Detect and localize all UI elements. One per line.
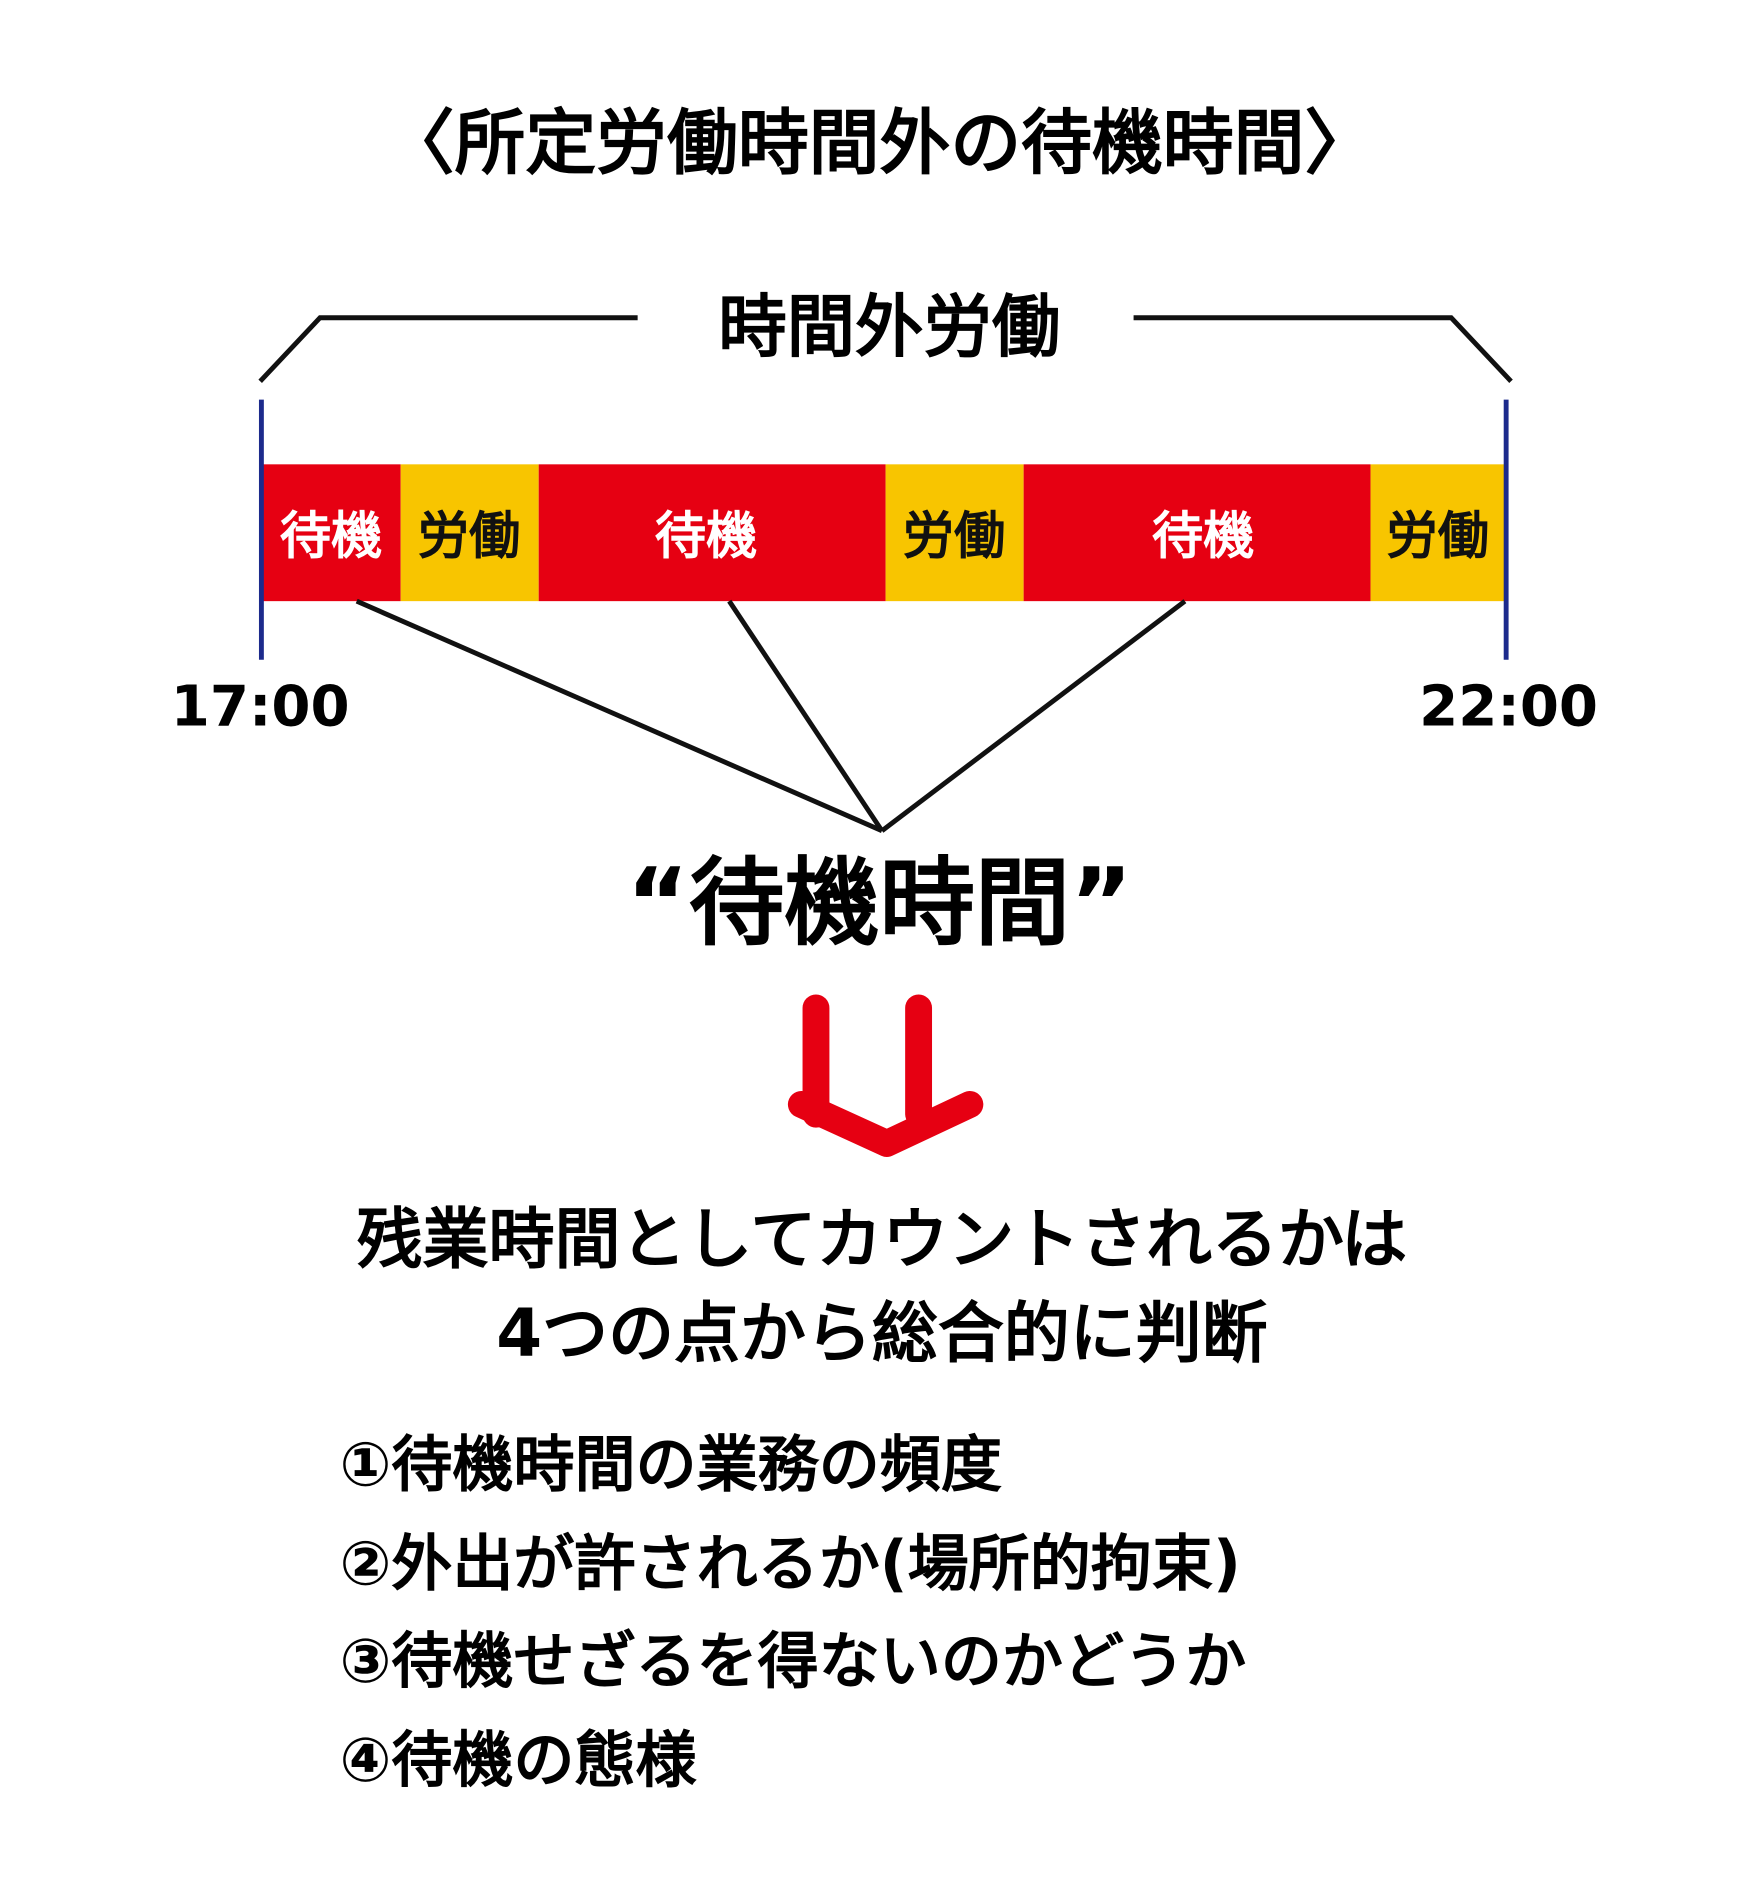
bracket-right — [1133, 315, 1513, 383]
segment-label: 待機 — [280, 507, 383, 567]
criteria-item: ①待機時間の業務の頻度 — [340, 1430, 1002, 1501]
bracket-left — [258, 315, 638, 383]
overtime-bracket — [258, 315, 1513, 383]
callout-label: “待機時間” — [626, 849, 1132, 959]
segment-label: 待機 — [1152, 507, 1255, 567]
criteria-item: ③待機せざるを得ないのかどうか — [340, 1626, 1247, 1697]
segment-label: 待機 — [655, 507, 758, 567]
segment-work-2 — [885, 464, 1024, 602]
callout-line — [727, 599, 884, 833]
start-time-label: 17:00 — [171, 675, 350, 740]
timeline-bar: 待機 労働 待機 労働 待機 労働 — [262, 464, 1505, 602]
criteria-item: ②外出が許されるか(場所的拘束) — [340, 1528, 1241, 1599]
segment-standby-2 — [538, 464, 886, 602]
double-down-arrow-icon — [787, 994, 984, 1157]
segment-work-3 — [1370, 464, 1505, 602]
callout-line — [880, 599, 1187, 833]
segment-standby-1 — [262, 464, 401, 602]
segment-label: 労働 — [1386, 507, 1489, 567]
callout-lines — [355, 598, 1187, 834]
criteria-item: ④待機の態様 — [340, 1725, 698, 1796]
segment-label: 労働 — [418, 507, 521, 567]
segment-work-1 — [400, 464, 539, 602]
end-time-label: 22:00 — [1419, 675, 1598, 740]
criteria-list: ①待機時間の業務の頻度 ②外出が許されるか(場所的拘束) ③待機せざるを得ないの… — [340, 1430, 1247, 1797]
conclusion-line-1: 残業時間としてカウントされるかは — [357, 1201, 1408, 1278]
callout-line — [355, 598, 883, 834]
segment-standby-3 — [1023, 464, 1371, 602]
diagram-title: 〈所定労働時間外の待機時間〉 — [384, 102, 1376, 185]
segment-label: 労働 — [903, 507, 1006, 567]
bracket-label: 時間外労働 — [718, 289, 1060, 368]
conclusion-line-2: 4つの点から総合的に判断 — [496, 1295, 1267, 1372]
